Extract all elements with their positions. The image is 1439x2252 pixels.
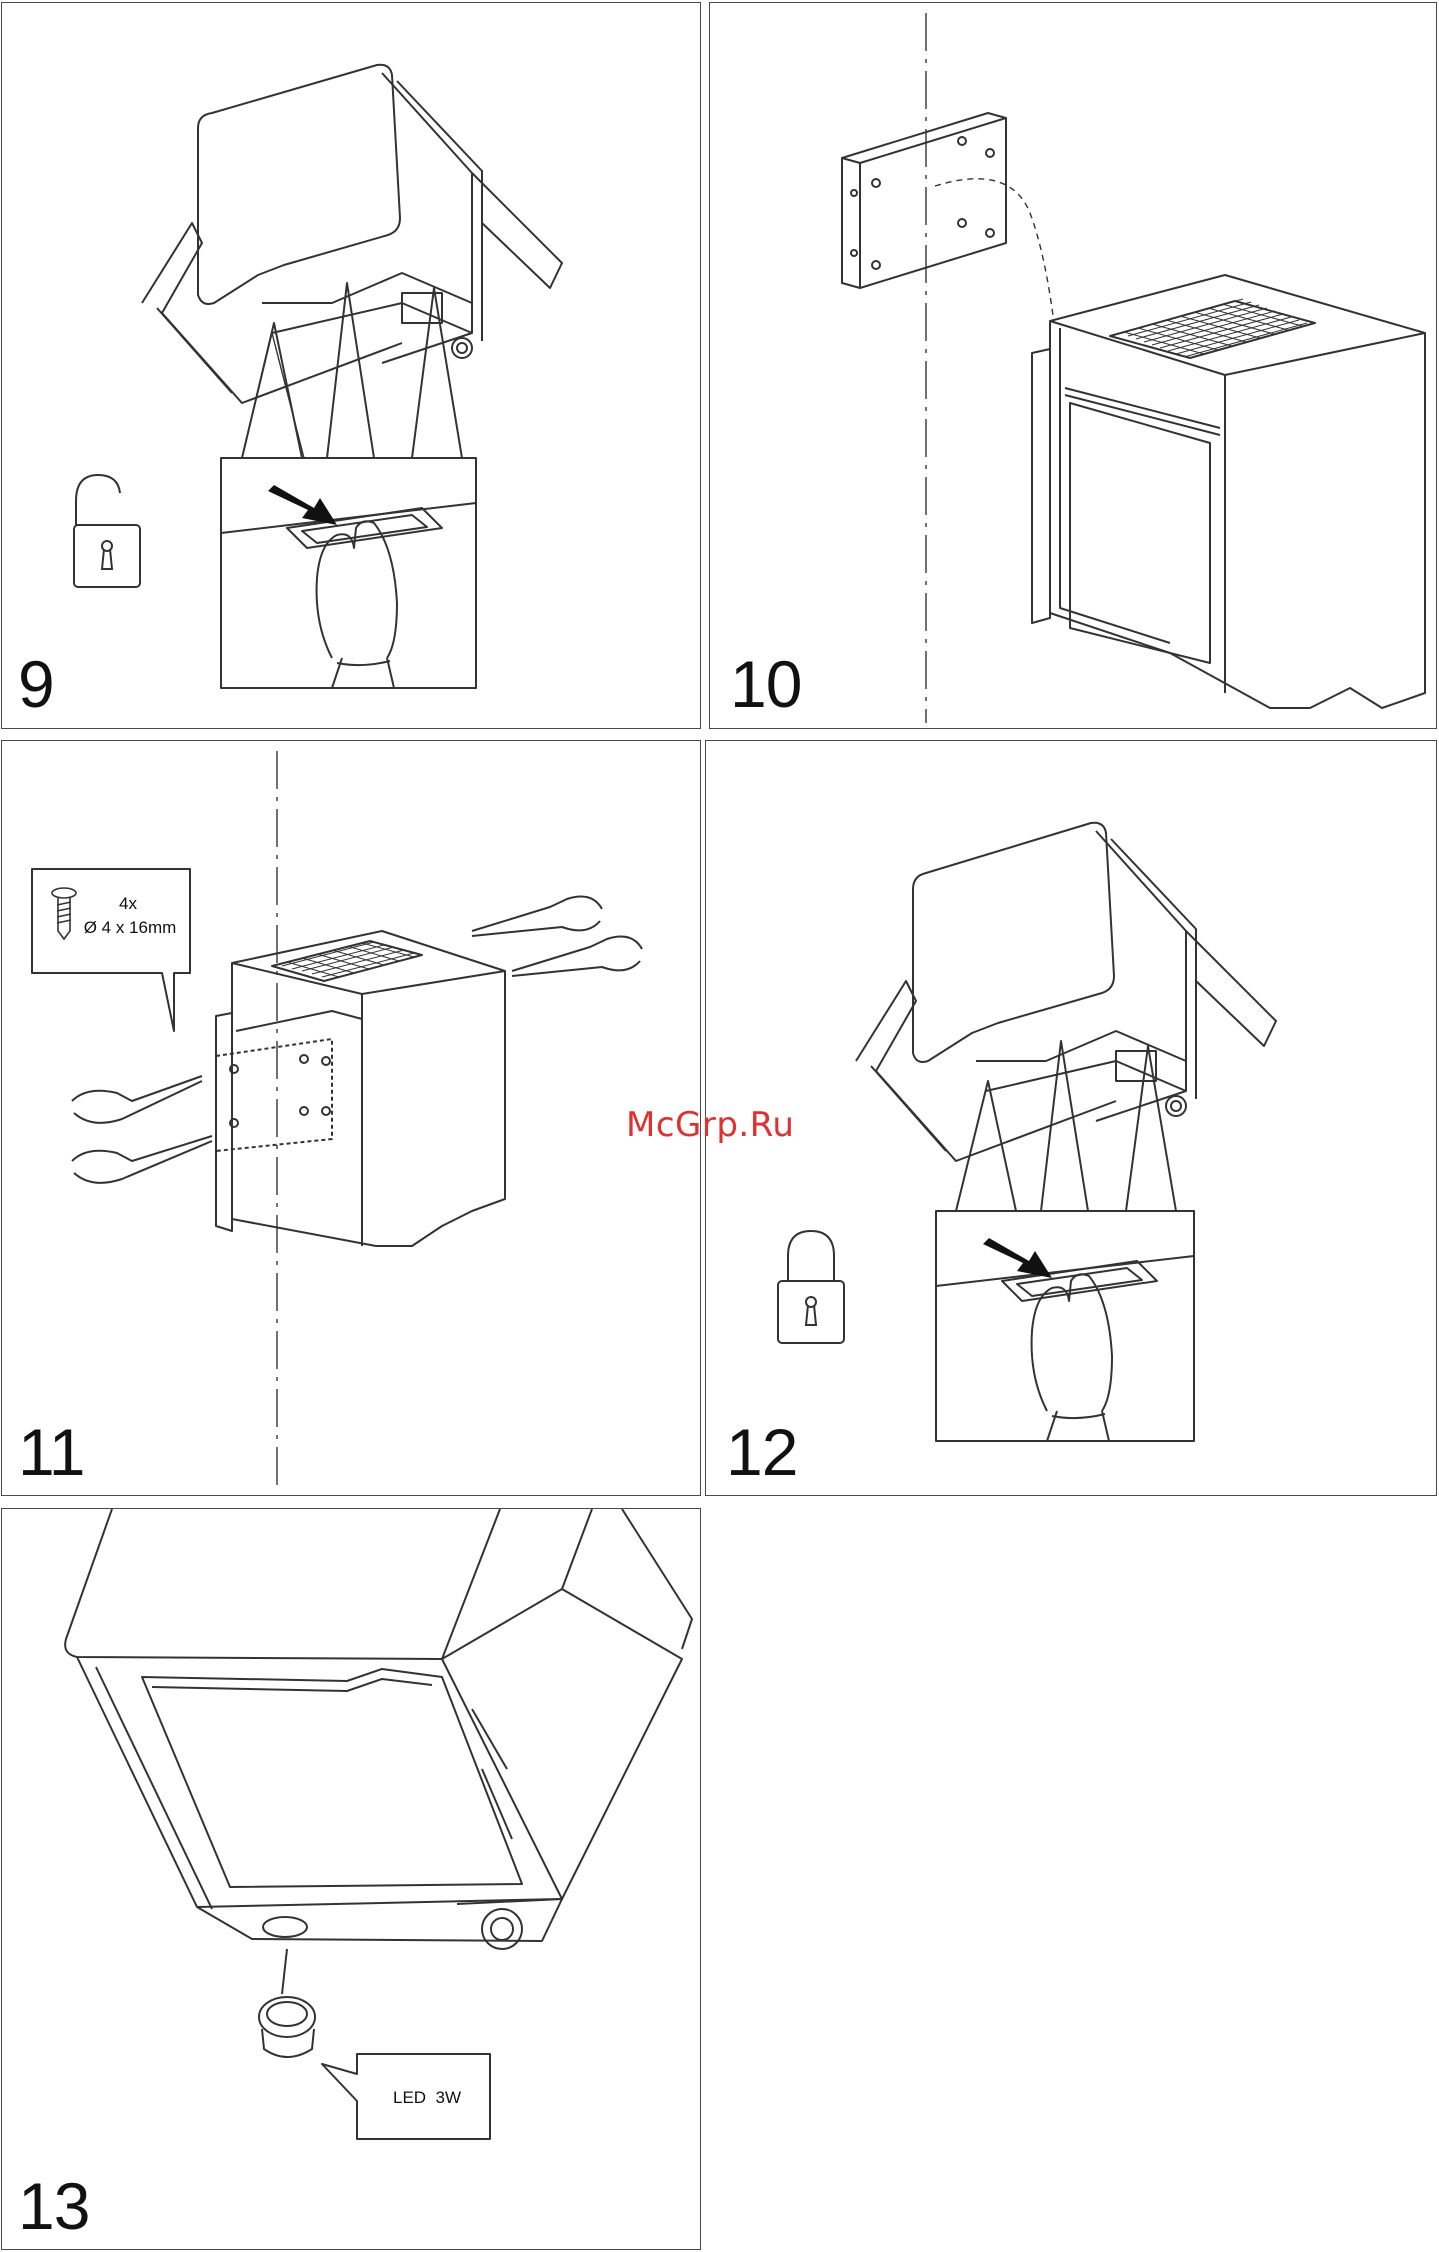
step-number: 10	[730, 651, 801, 717]
step-13-panel: LED 3W 13	[1, 1508, 701, 2250]
step-9-panel: 9	[1, 2, 701, 729]
step-number: 12	[726, 1419, 797, 1485]
step-number: 9	[18, 651, 54, 717]
watermark: McGrp.Ru	[626, 1105, 794, 1145]
screw-count: 4x	[98, 893, 158, 914]
step-number: 13	[18, 2173, 89, 2239]
step-11-panel: 4x Ø 4 x 16mm 11	[1, 740, 701, 1496]
screw-icon	[52, 888, 76, 939]
step-number: 11	[18, 1419, 85, 1485]
step-12-panel: 12	[705, 740, 1437, 1496]
step-10-panel: 10	[709, 2, 1437, 729]
step-11-illustration	[2, 741, 701, 1496]
step-10-illustration	[710, 3, 1437, 729]
led-label: LED 3W	[382, 2087, 472, 2108]
step-9-illustration	[2, 3, 701, 729]
step-13-illustration	[2, 1509, 701, 2250]
screw-spec: Ø 4 x 16mm	[74, 917, 186, 938]
locked-padlock-icon	[778, 1231, 844, 1343]
unlocked-padlock-icon	[74, 475, 140, 587]
step-12-illustration	[706, 741, 1437, 1496]
